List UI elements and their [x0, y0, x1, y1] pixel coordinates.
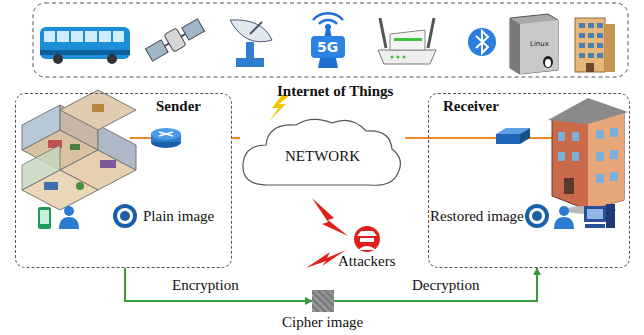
- phone-icon: [38, 207, 51, 229]
- tower-icon: [311, 13, 345, 68]
- wire: [130, 137, 152, 139]
- cipher-node: Cipher image: [278, 288, 368, 334]
- gear-icon: [113, 204, 137, 228]
- connector: [232, 137, 240, 139]
- server-icon: [510, 14, 558, 74]
- bus-icon: [40, 27, 130, 64]
- wire: [428, 137, 496, 139]
- node-text: Cipher image: [282, 314, 363, 331]
- person-icon: [554, 206, 574, 229]
- connector: [334, 268, 537, 301]
- bluetooth-icon: [468, 28, 496, 56]
- satellite-icon: [144, 16, 206, 63]
- icon-text: 5G: [317, 39, 338, 55]
- region-title: Internet of Things: [277, 83, 393, 100]
- attacker-icon: [328, 225, 406, 253]
- router-icon: [151, 128, 181, 148]
- computer-icon: [584, 204, 615, 228]
- lightning-bolt: [268, 95, 290, 122]
- node-text: NETWORK: [285, 148, 360, 165]
- switch-icon: [496, 128, 530, 144]
- connector: [405, 137, 428, 139]
- node-text: Receiver: [443, 98, 499, 115]
- attacker-node: Attackers: [328, 225, 406, 273]
- image-label: Plain image: [143, 208, 214, 225]
- router-icon: [378, 18, 436, 64]
- network-cloud: NETWORK: [240, 115, 405, 193]
- icon-text: Linux: [530, 40, 549, 48]
- iot-box: [33, 3, 628, 77]
- dish-icon: [230, 20, 272, 67]
- person-icon: [59, 206, 79, 229]
- building-icon: [575, 18, 615, 72]
- receiver-box: Receiver: [428, 93, 630, 268]
- lightning-bolt: [312, 198, 348, 236]
- connector: [125, 268, 312, 301]
- edge-label: Decryption: [412, 277, 479, 294]
- gear-icon: [525, 204, 549, 228]
- cipher-square: [312, 290, 334, 312]
- node-text: Attackers: [338, 253, 395, 270]
- image-label: Restored image: [430, 208, 524, 225]
- sender-box: Sender: [15, 93, 232, 268]
- building-icon: [548, 98, 628, 214]
- edge-label: Encryption: [172, 277, 239, 294]
- houses-illustration: [22, 90, 136, 210]
- node-text: Sender: [156, 98, 201, 115]
